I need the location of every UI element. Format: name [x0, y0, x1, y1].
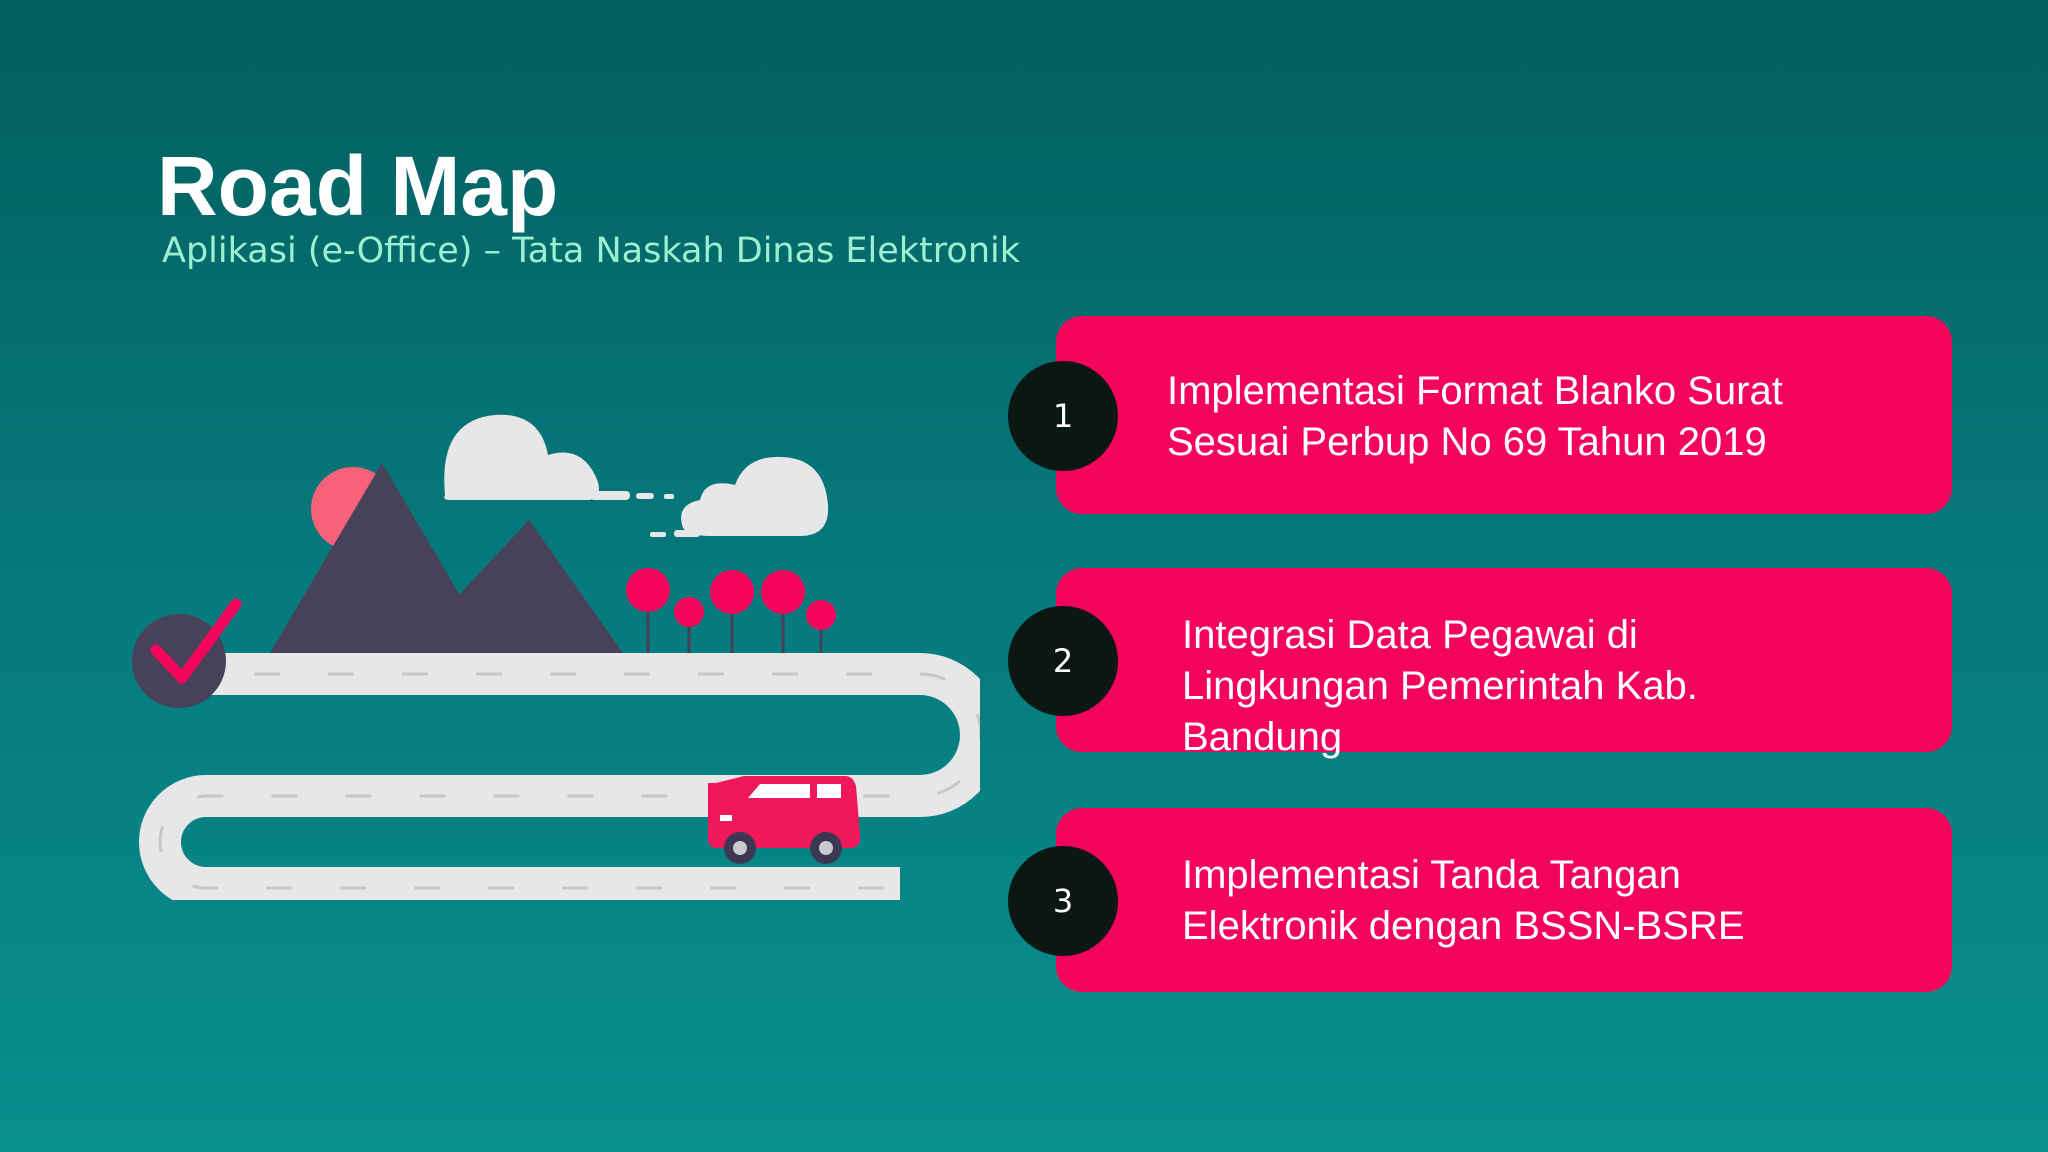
step-line: Sesuai Perbup No 69 Tahun 2019	[1167, 420, 1767, 464]
step-line: Elektronik dengan BSSN-BSRE	[1182, 904, 1745, 948]
step-card-2	[1056, 568, 1952, 752]
tree-icon	[674, 597, 704, 653]
step-number-badge: 1	[1008, 361, 1118, 471]
step-text-3: Implementasi Tanda Tangan Elektronik den…	[1182, 850, 1745, 952]
slide-subtitle: Aplikasi (e-Office) – Tata Naskah Dinas …	[162, 231, 1020, 271]
cloud-icon	[650, 456, 829, 537]
step-card-3	[1056, 808, 1952, 992]
slide-title: Road Map	[157, 139, 559, 233]
step-number-badge: 2	[1008, 606, 1118, 716]
tree-icon	[761, 570, 805, 653]
step-line: Implementasi Tanda Tangan	[1182, 853, 1681, 897]
step-line: Integrasi Data Pegawai di	[1182, 613, 1638, 657]
road-map-illustration	[132, 414, 980, 900]
step-line: Implementasi Format Blanko Surat	[1167, 369, 1783, 413]
step-line: Lingkungan Pemerintah Kab.	[1182, 664, 1698, 708]
cloud-icon	[444, 414, 674, 500]
step-line: Bandung	[1182, 715, 1343, 759]
step-text-1: Implementasi Format Blanko Surat Sesuai …	[1167, 366, 1783, 468]
mountain-icon	[270, 463, 494, 653]
car-icon	[708, 776, 861, 864]
mountain-icon	[405, 520, 623, 653]
step-text-2: Integrasi Data Pegawai di Lingkungan Pem…	[1182, 610, 1698, 763]
step-number-badge: 3	[1008, 846, 1118, 956]
tree-icon	[710, 570, 754, 653]
tree-icon	[806, 600, 836, 653]
road-icon	[139, 653, 980, 900]
step-card-1	[1056, 316, 1952, 514]
tree-icon	[626, 568, 670, 653]
check-icon	[132, 598, 242, 708]
